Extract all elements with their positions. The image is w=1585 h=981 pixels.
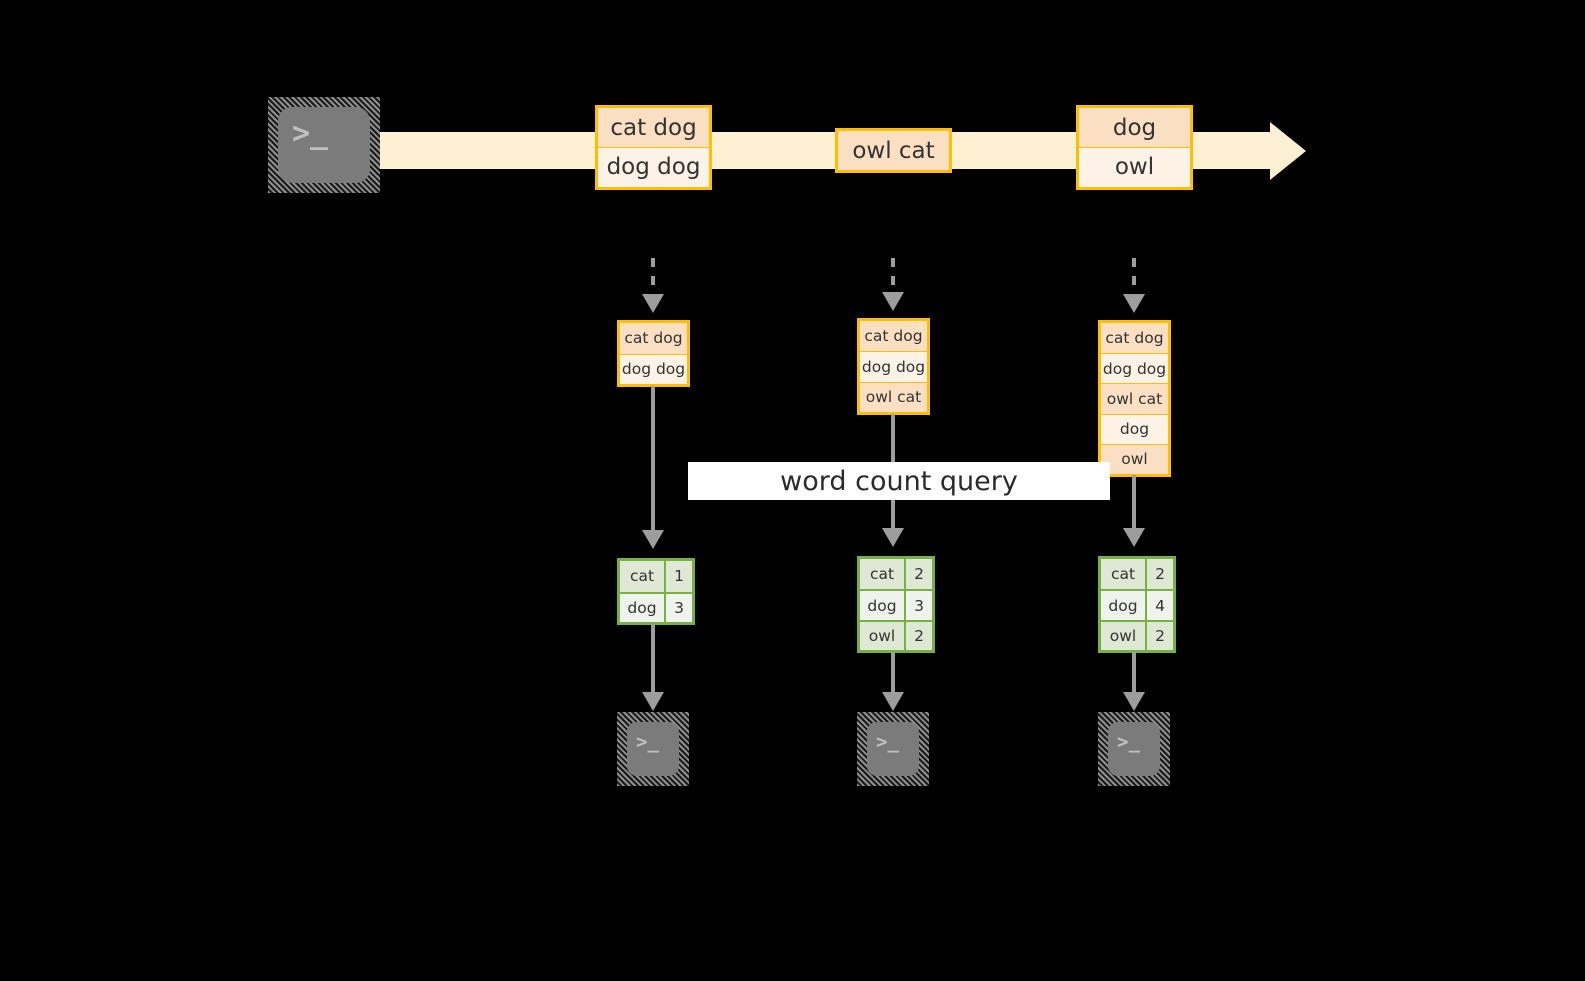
snapshot-line: owl cat [860, 381, 927, 412]
snapshot-line: dog dog [620, 353, 687, 384]
terminal-prompt-glyph: >_ [876, 731, 899, 753]
snapshot-line: cat dog [860, 321, 927, 352]
snapshot-line: dog dog [1101, 353, 1168, 384]
query-arrowhead-2 [882, 528, 904, 547]
result-row: dog 3 [620, 591, 692, 622]
snapshot-table-1: cat dog dog dog [617, 320, 690, 387]
result-word: owl [1101, 621, 1147, 651]
sink-line-2 [891, 652, 895, 694]
stream-event-line: dog dog [598, 147, 709, 186]
result-row: dog 4 [1101, 589, 1173, 620]
result-word: dog [860, 591, 906, 620]
source-terminal-icon[interactable]: >_ [268, 97, 380, 193]
result-table-3: cat 2 dog 4 owl 2 [1098, 556, 1176, 653]
result-row: cat 2 [860, 559, 932, 590]
stream-arrow-head [1270, 121, 1306, 180]
snapshot-feed-line-2 [891, 258, 895, 294]
result-table-2: cat 2 dog 3 owl 2 [857, 556, 935, 653]
terminal-prompt-glyph: >_ [636, 731, 659, 753]
stream-event-line: cat dog [598, 108, 709, 147]
sink-terminal-icon-1[interactable]: >_ [617, 712, 689, 786]
query-line-3 [1132, 475, 1136, 530]
result-row: owl 2 [860, 619, 932, 651]
terminal-screen: >_ [278, 107, 370, 183]
stream-event-line: owl cat [838, 131, 949, 170]
stream-event-group-1: cat dog dog dog [595, 105, 712, 190]
snapshot-line: dog [1101, 413, 1168, 444]
result-row: owl 2 [1101, 619, 1173, 651]
result-row: cat 2 [1101, 559, 1173, 590]
result-word: owl [860, 621, 906, 651]
snapshot-feed-arrowhead-2 [882, 292, 904, 311]
result-count: 2 [906, 559, 932, 590]
query-label-text: word count query [780, 465, 1018, 497]
snapshot-feed-arrowhead-3 [1123, 294, 1145, 313]
result-word: cat [1101, 559, 1147, 590]
snapshot-feed-line-1 [651, 258, 655, 296]
result-word: cat [860, 559, 906, 590]
query-line-1 [651, 386, 655, 532]
sink-arrowhead-3 [1123, 692, 1145, 711]
result-count: 2 [1147, 621, 1173, 651]
sink-arrowhead-2 [882, 692, 904, 711]
stream-event-line: owl [1079, 147, 1190, 186]
query-arrowhead-3 [1123, 528, 1145, 547]
snapshot-line: dog dog [860, 351, 927, 382]
result-word: dog [620, 593, 666, 622]
query-label-band: word count query [688, 462, 1110, 500]
result-count: 3 [906, 591, 932, 620]
snapshot-feed-line-3 [1132, 258, 1136, 296]
result-count: 3 [666, 593, 692, 622]
stream-event-group-3: dog owl [1076, 105, 1193, 190]
terminal-screen: >_ [1108, 722, 1160, 776]
result-word: dog [1101, 591, 1147, 620]
result-row: cat 1 [620, 561, 692, 592]
result-word: cat [620, 561, 666, 592]
terminal-prompt-glyph: >_ [1117, 731, 1140, 753]
sink-line-3 [1132, 652, 1136, 694]
snapshot-line: owl cat [1101, 383, 1168, 414]
sink-terminal-icon-3[interactable]: >_ [1098, 712, 1170, 786]
result-count: 2 [1147, 559, 1173, 590]
snapshot-feed-arrowhead-1 [642, 294, 664, 313]
result-table-1: cat 1 dog 3 [617, 558, 695, 625]
result-count: 2 [906, 621, 932, 651]
snapshot-table-3: cat dog dog dog owl cat dog owl [1098, 320, 1171, 477]
sink-arrowhead-1 [642, 692, 664, 711]
snapshot-table-2: cat dog dog dog owl cat [857, 318, 930, 415]
sink-terminal-icon-2[interactable]: >_ [857, 712, 929, 786]
stream-event-line: dog [1079, 108, 1190, 147]
snapshot-line: cat dog [1101, 323, 1168, 354]
snapshot-line: cat dog [620, 323, 687, 354]
stream-event-group-2: owl cat [835, 128, 952, 173]
query-arrowhead-1 [642, 530, 664, 549]
sink-line-1 [651, 624, 655, 694]
terminal-prompt-glyph: >_ [292, 116, 329, 151]
terminal-screen: >_ [627, 722, 679, 776]
terminal-screen: >_ [867, 722, 919, 776]
result-count: 1 [666, 561, 692, 592]
result-count: 4 [1147, 591, 1173, 620]
snapshot-line: owl [1101, 443, 1168, 474]
result-row: dog 3 [860, 589, 932, 620]
